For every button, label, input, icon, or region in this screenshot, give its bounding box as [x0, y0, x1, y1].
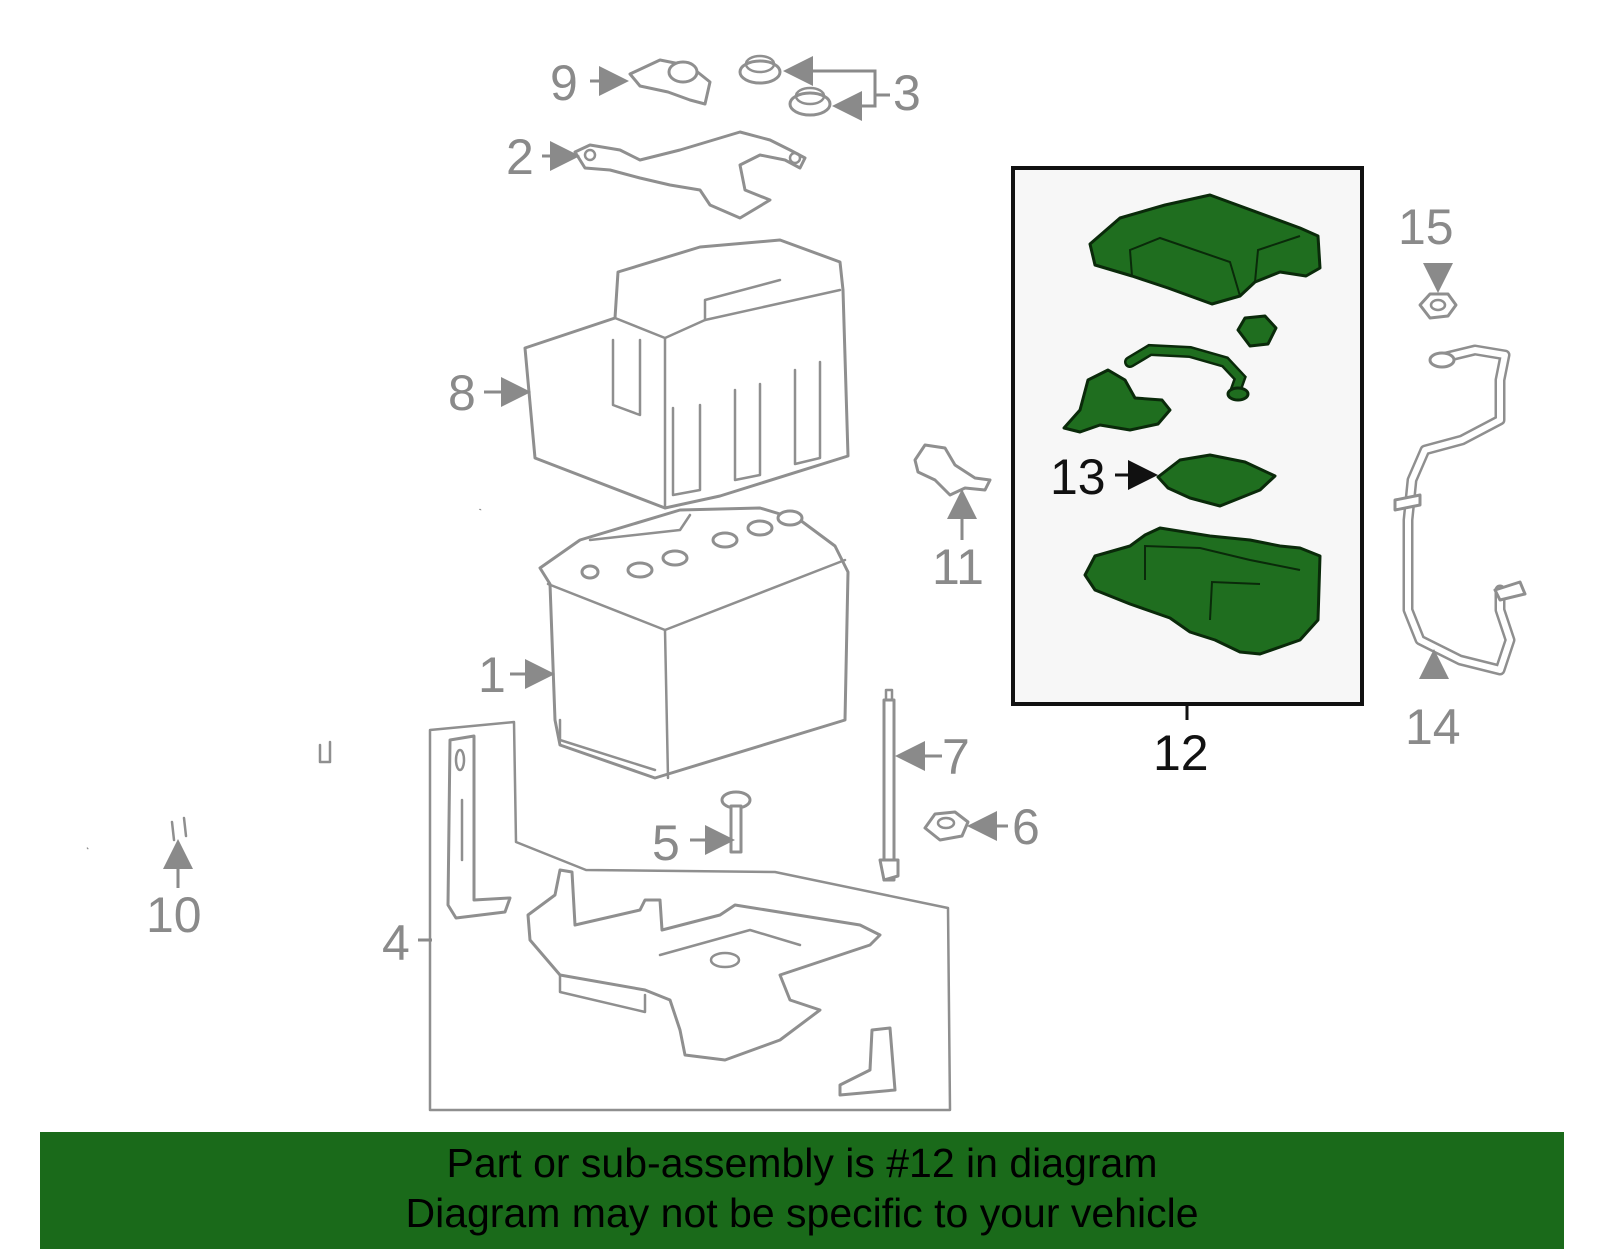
- part-10-negative-cable[interactable]: [86, 508, 482, 850]
- part-4-battery-tray-assembly[interactable]: [428, 720, 952, 1112]
- banner-line-2: Diagram may not be specific to your vehi…: [405, 1190, 1199, 1236]
- part-8-battery-insulator-cover[interactable]: [523, 238, 850, 510]
- part-11-clip[interactable]: [913, 443, 992, 497]
- callout-6: 6: [1012, 799, 1040, 855]
- callout-14: 14: [1405, 699, 1461, 755]
- info-banner: Part or sub-assembly is #12 in diagram D…: [40, 1132, 1564, 1249]
- callout-12: 12: [1153, 725, 1209, 781]
- callout-8: 8: [448, 365, 476, 421]
- callout-3: 3: [893, 65, 921, 121]
- part-9-sensor-clip[interactable]: [628, 58, 712, 106]
- part-3-caps[interactable]: [738, 54, 832, 117]
- part-12-fuse-block-assembly[interactable]: [1011, 166, 1364, 706]
- part-15-nut[interactable]: [1418, 292, 1458, 320]
- callout-15: 15: [1398, 199, 1454, 255]
- part-1-battery[interactable]: [538, 506, 850, 780]
- part-5-bolt[interactable]: [720, 790, 752, 854]
- part-14-positive-cable[interactable]: [1393, 344, 1527, 676]
- part-6-nut[interactable]: [923, 810, 970, 842]
- callout-5: 5: [652, 815, 680, 871]
- part-7-hold-down-rod[interactable]: [878, 688, 900, 882]
- leader-lines: [163, 56, 1453, 942]
- callout-2: 2: [506, 129, 534, 185]
- part-2-hold-down-bracket[interactable]: [573, 130, 807, 220]
- callout-7: 7: [942, 729, 970, 785]
- callout-10: 10: [146, 887, 202, 943]
- callout-1: 1: [478, 647, 506, 703]
- callout-11: 11: [932, 539, 984, 595]
- callout-9: 9: [550, 55, 578, 111]
- banner-line-1: Part or sub-assembly is #12 in diagram: [446, 1140, 1158, 1186]
- callout-4: 4: [382, 915, 410, 971]
- callout-13: 13: [1050, 449, 1106, 505]
